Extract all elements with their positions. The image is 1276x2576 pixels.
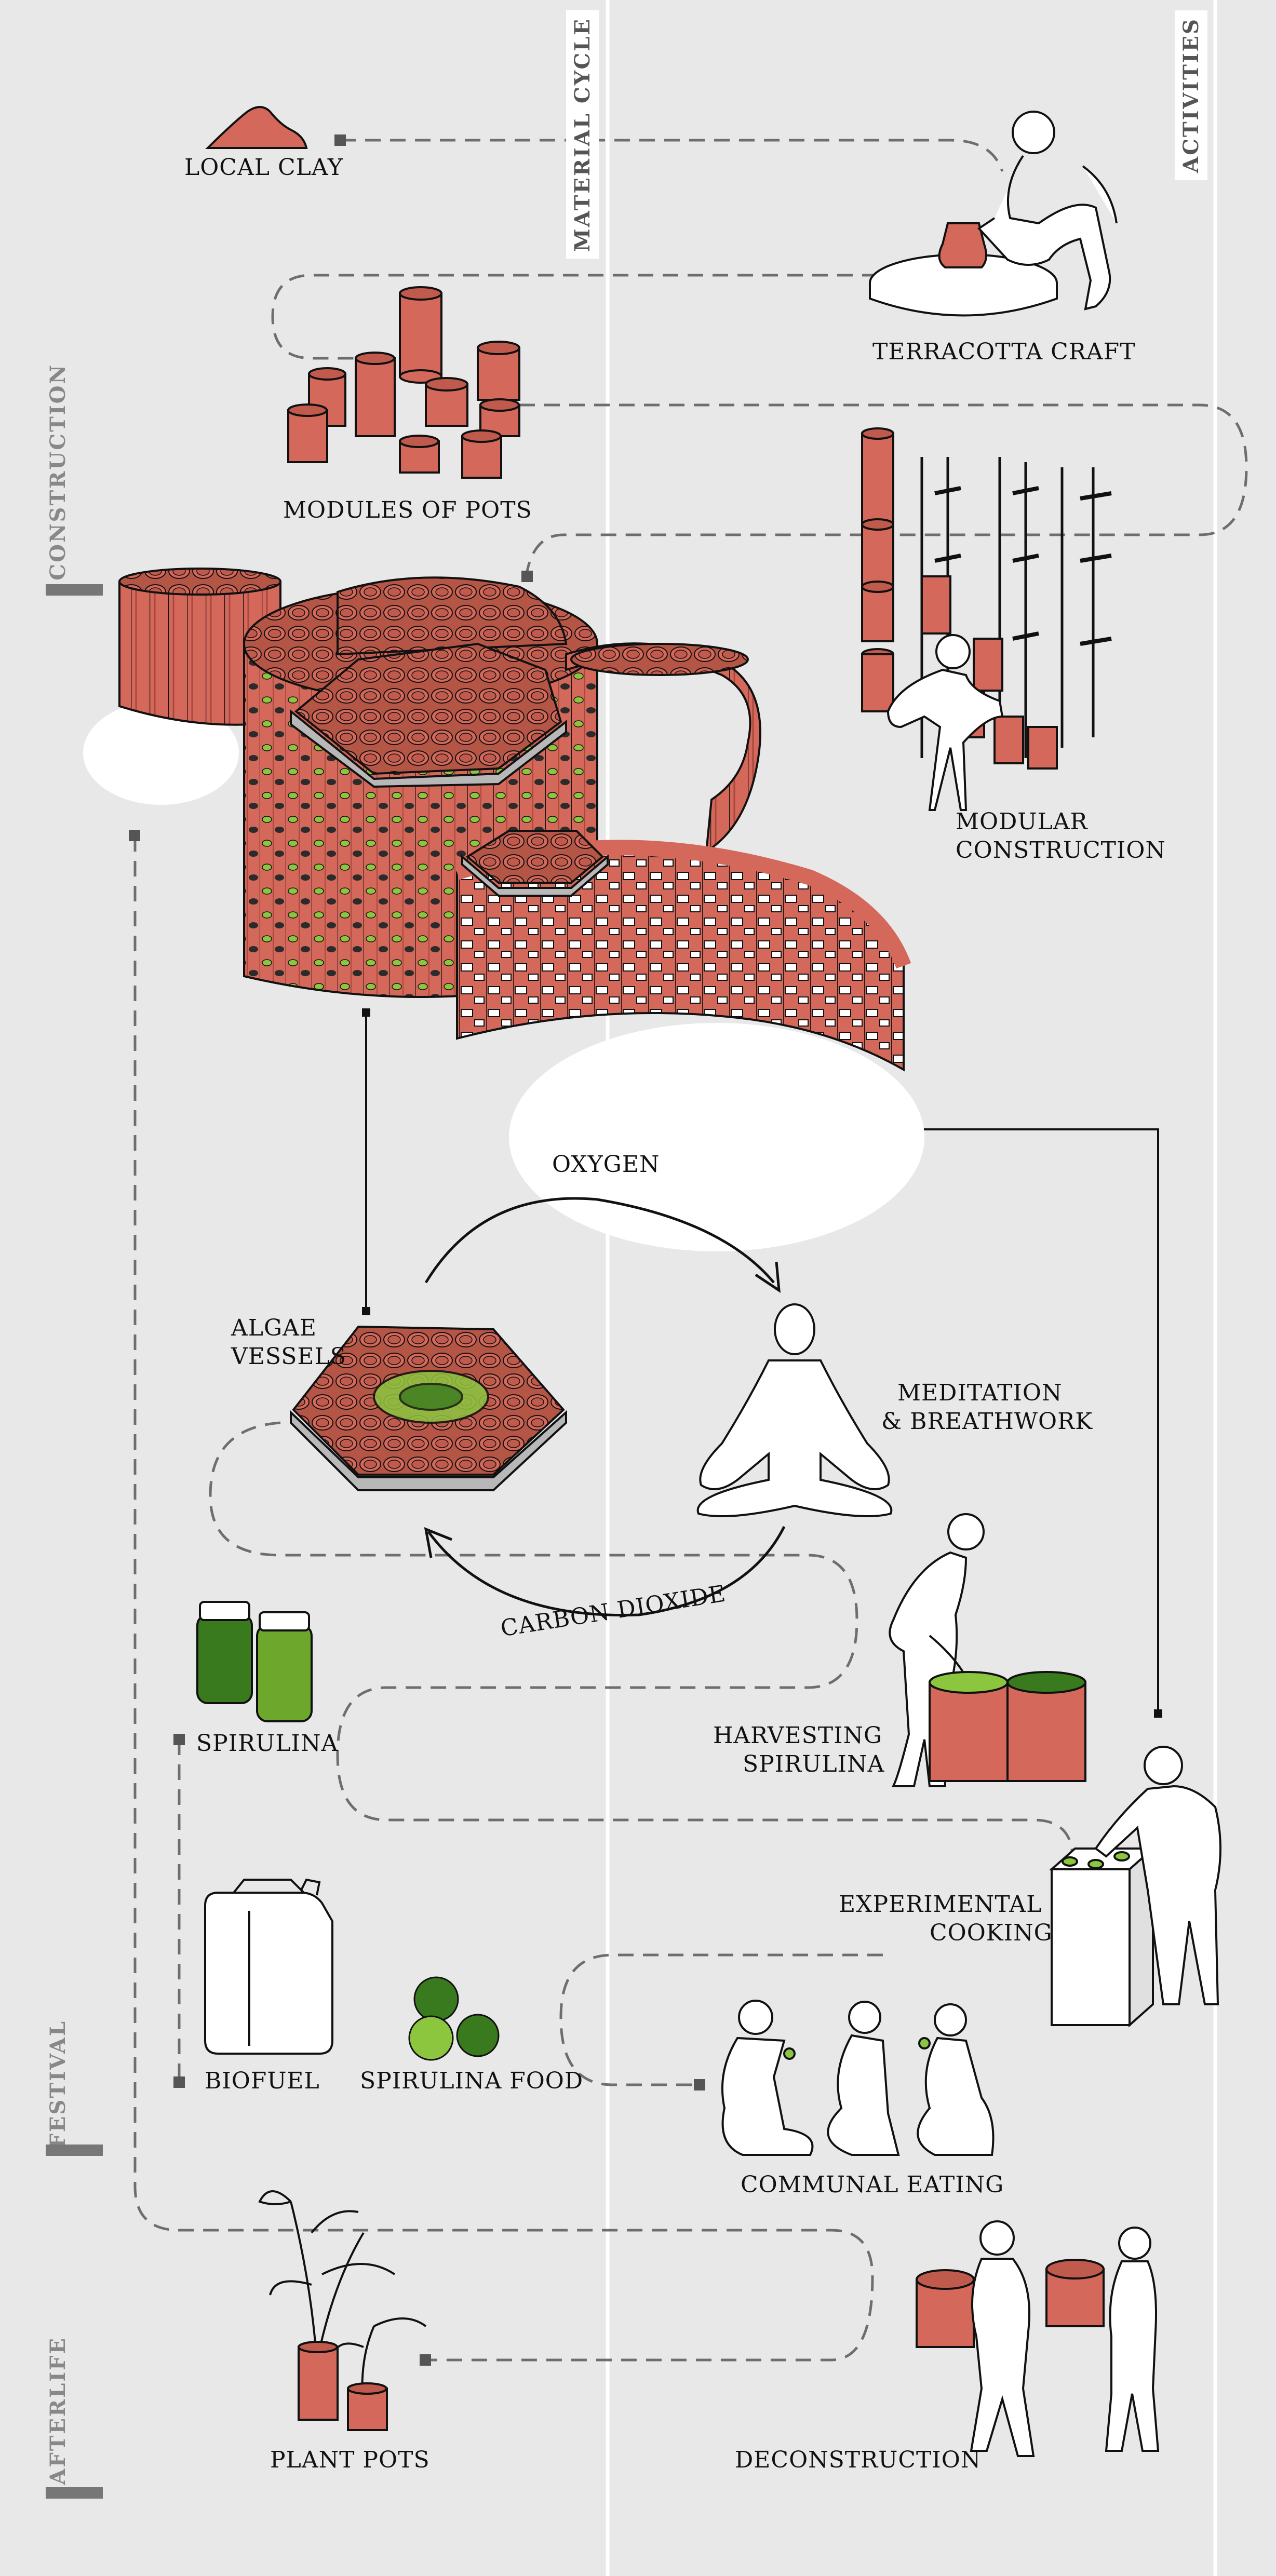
communal-eating-illustration xyxy=(721,2000,995,2156)
modular-construction-illustration xyxy=(861,427,1112,811)
section-festival: FESTIVAL xyxy=(46,2020,70,2149)
pot xyxy=(399,435,440,474)
label-algae-vessels-line1: ALGAE xyxy=(231,1315,317,1341)
plant-pots-illustration xyxy=(258,2190,427,2431)
label-meditation-line2: & BREATHWORK xyxy=(881,1408,1093,1435)
label-meditation-line1: MEDITATION xyxy=(897,1380,1063,1406)
spirulina-food-icon xyxy=(408,1976,500,2061)
potter-at-wheel-illustration xyxy=(869,111,1118,317)
section-afterlife: AFTERLIFE xyxy=(46,2337,70,2485)
label-biofuel: BIOFUEL xyxy=(205,2068,320,2094)
label-algae-vessels-line2: VESSELS xyxy=(231,1343,346,1370)
label-experimental-cooking-line1: EXPERIMENTAL xyxy=(839,1891,1042,1918)
carbon-dioxide-arrow xyxy=(427,1526,786,1617)
label-deconstruction: DECONSTRUCTION xyxy=(735,2447,982,2473)
meditation-figure-illustration xyxy=(696,1303,893,1517)
label-communal-eating: COMMUNAL EATING xyxy=(741,2172,1004,2198)
label-oxygen: OXYGEN xyxy=(552,1151,660,1178)
oxygen-arrowhead xyxy=(755,1261,781,1293)
label-spirulina: SPIRULINA xyxy=(196,1730,339,1757)
label-harvesting-line1: HARVESTING xyxy=(713,1722,883,1749)
label-harvesting-line2: SPIRULINA xyxy=(743,1751,885,1777)
label-plant-pots: PLANT POTS xyxy=(270,2447,430,2473)
pot xyxy=(461,429,502,479)
clay-heap-icon xyxy=(205,106,308,149)
cooking-illustration xyxy=(1049,1746,1221,2028)
carbon-dioxide-arrowhead xyxy=(424,1527,452,1558)
section-festival-bar xyxy=(46,2145,103,2156)
algae-vessel-hex-illustration xyxy=(290,1325,567,1491)
label-modules-of-pots: MODULES OF POTS xyxy=(283,497,532,523)
dashed-flow-path xyxy=(133,139,1248,2362)
label-terracotta-craft: TERRACOTTA CRAFT xyxy=(872,339,1136,365)
white-floor-patch xyxy=(509,1023,924,1251)
label-local-clay: LOCAL CLAY xyxy=(184,154,343,181)
label-modular-construction-line2: CONSTRUCTION xyxy=(956,837,1166,864)
pot xyxy=(477,341,520,401)
biofuel-can-icon xyxy=(204,1878,333,2055)
section-construction-bar xyxy=(46,584,103,596)
harvesting-illustration xyxy=(889,1513,1086,1787)
pot-modules-illustration xyxy=(287,286,520,479)
pot xyxy=(425,377,468,427)
pot xyxy=(287,403,328,463)
deconstruction-illustration xyxy=(916,2220,1160,2457)
spirulina-jars-icon xyxy=(196,1601,313,1722)
pot xyxy=(355,352,396,437)
label-spirulina-food: SPIRULINA FOOD xyxy=(360,2068,584,2094)
section-afterlife-bar xyxy=(46,2487,103,2499)
pot xyxy=(479,398,520,437)
white-floor-patch xyxy=(83,701,239,805)
label-modular-construction-line1: MODULAR xyxy=(956,808,1088,835)
central-pot-structure xyxy=(83,568,924,1251)
label-experimental-cooking-line2: COOKING xyxy=(930,1920,1053,1946)
section-construction: CONSTRUCTION xyxy=(46,363,70,581)
material-cycle-column-header: MATERIAL CYCLE xyxy=(566,10,599,259)
oxygen-arrow xyxy=(424,1197,775,1284)
pot xyxy=(399,286,442,384)
oxygen-cycle-arrows xyxy=(424,1197,786,1617)
flow-markers xyxy=(129,134,705,2366)
activities-column-header: ACTIVITIES xyxy=(1175,10,1207,180)
